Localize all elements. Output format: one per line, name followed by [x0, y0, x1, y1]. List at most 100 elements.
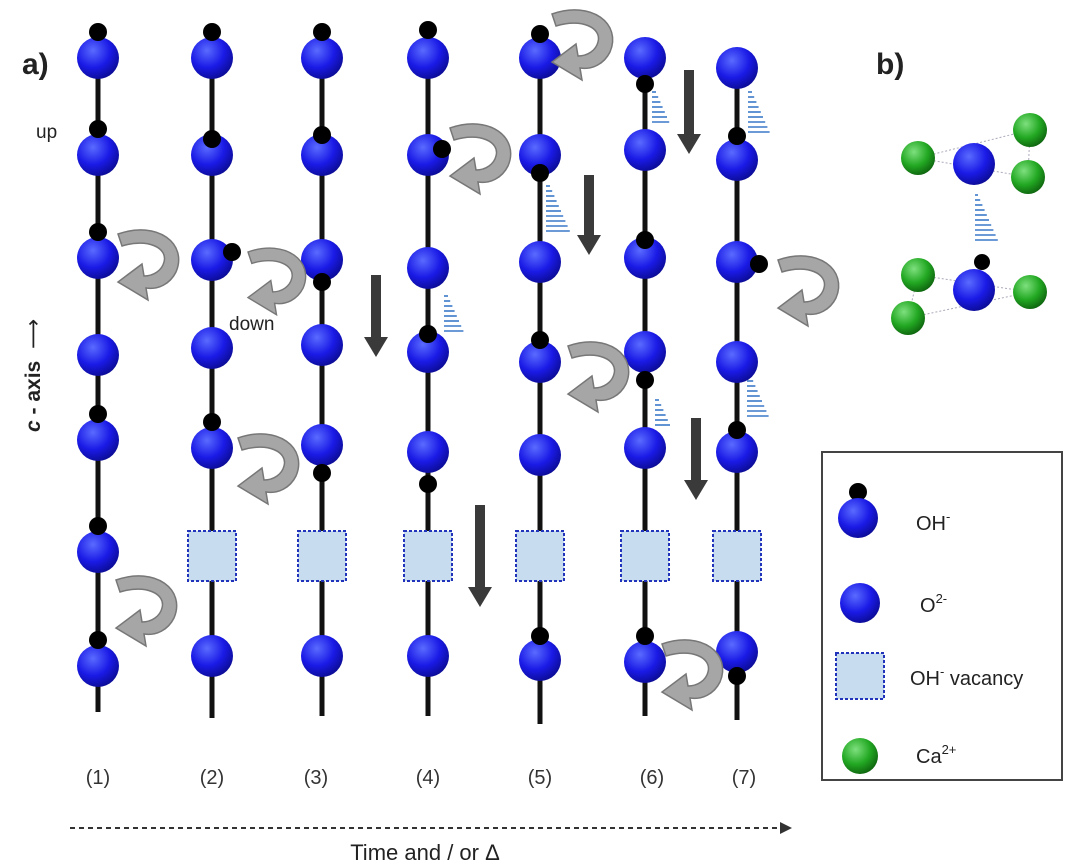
- panel-b-label: b): [876, 48, 904, 81]
- legend-vacancy-icon: [835, 652, 885, 700]
- hydrogen-atom: [974, 254, 990, 270]
- hydroxide-ion: [191, 239, 233, 281]
- oxide-ion: [624, 129, 666, 171]
- calcium-ion: [891, 301, 925, 335]
- hydroxide-ion: [716, 431, 758, 473]
- legend-oh-icon: [838, 498, 878, 538]
- calcium-ion: [901, 258, 935, 292]
- hydrogen-atom: [636, 371, 654, 389]
- hydrogen-atom: [728, 421, 746, 439]
- column-label-2: (2): [200, 767, 224, 789]
- oxide-ion: [624, 427, 666, 469]
- hydroxide-ion: [77, 419, 119, 461]
- hydroxide-ion: [407, 431, 449, 473]
- column-label-4: (4): [416, 767, 440, 789]
- hydrogen-atom: [89, 223, 107, 241]
- legend-ca-label: Ca2+: [916, 742, 956, 768]
- column-label-1: (1): [86, 767, 110, 789]
- calcium-ion: [1013, 113, 1047, 147]
- hydrogen-atom: [531, 627, 549, 645]
- hydroxide-ion: [77, 531, 119, 573]
- hydroxide-ion: [77, 37, 119, 79]
- rotation-arrow-shape: [246, 247, 307, 317]
- hydroxide-ion: [301, 37, 343, 79]
- legend-vacancy-item: OH- vacancy: [835, 652, 1023, 700]
- legend-ca-item: Ca2+: [842, 738, 956, 774]
- hydroxide-ion: [191, 134, 233, 176]
- legend-ca-icon: [842, 738, 878, 774]
- rotation-arrow-shape: [116, 229, 180, 302]
- hydrogen-atom: [728, 127, 746, 145]
- legend: OH- O2- OH- vacancy Ca2+: [821, 451, 1063, 781]
- column-label-6: (6): [640, 767, 664, 789]
- up-label: up: [36, 122, 57, 143]
- hydroxide-ion: [77, 237, 119, 279]
- rotation-arrow-shape: [566, 341, 630, 414]
- shift-arrow: [684, 418, 708, 500]
- oxide-ion: [519, 434, 561, 476]
- hydroxide-ion: [77, 134, 119, 176]
- hydrogen-atom: [531, 25, 549, 43]
- hydroxide-ion: [624, 237, 666, 279]
- hydroxide-ion: [624, 331, 666, 373]
- hydrogen-atom: [89, 120, 107, 138]
- oxide-ion: [301, 324, 343, 366]
- hydroxide-ion: [77, 645, 119, 687]
- oxide-ion: [716, 47, 758, 89]
- rotation-arrow-shape: [236, 433, 300, 506]
- oxide-ion: [407, 635, 449, 677]
- rotation-arrow-shape: [448, 123, 512, 196]
- time-axis-arrowhead: [780, 822, 792, 834]
- hydrogen-atom: [636, 75, 654, 93]
- hydrogen-atom: [313, 273, 331, 291]
- hydrogen-atom: [313, 126, 331, 144]
- oxide-ion: [716, 341, 758, 383]
- rotation-arrow: [114, 575, 178, 648]
- hydroxide-ion: [716, 241, 758, 283]
- shift-arrow: [468, 505, 492, 607]
- hydroxide-ion: [519, 341, 561, 383]
- hydrogen-atom: [89, 23, 107, 41]
- hydrogen-atom: [636, 231, 654, 249]
- shift-arrow-head: [364, 337, 388, 357]
- hydrogen-atom: [203, 130, 221, 148]
- hydrogen-atom: [636, 627, 654, 645]
- legend-o-item: O2-: [840, 583, 947, 623]
- legend-vacancy-label: OH- vacancy: [910, 664, 1023, 690]
- oxide-ion: [519, 241, 561, 283]
- oh-vacancy: [515, 530, 565, 582]
- legend-hydrogen-icon: [849, 483, 867, 501]
- time-axis-label: Time and / or Δ: [350, 840, 500, 865]
- c-axis-letter: c: [22, 420, 45, 432]
- calcium-ion: [1013, 275, 1047, 309]
- rotation-arrow: [448, 123, 512, 196]
- rotation-arrow: [236, 433, 300, 506]
- oxide-ion: [301, 635, 343, 677]
- shift-arrow-head: [677, 134, 701, 154]
- shift-arrow: [577, 175, 601, 255]
- hydroxide-ion: [716, 139, 758, 181]
- hydroxide-ion: [407, 331, 449, 373]
- oxide-ion: [191, 635, 233, 677]
- shift-arrow-shaft: [371, 275, 381, 339]
- shift-arrow-shaft: [691, 418, 701, 482]
- rotation-arrow: [550, 9, 614, 82]
- vacancies: [187, 530, 762, 582]
- hydroxide-ion: [519, 639, 561, 681]
- hydroxide-ion: [301, 424, 343, 466]
- hydroxide-ion: [953, 269, 995, 311]
- column-label-7: (7): [732, 767, 756, 789]
- hydroxide-ion: [624, 641, 666, 683]
- coordination-line: [907, 291, 1031, 319]
- oh-vacancy: [187, 530, 237, 582]
- rotation-arrow: [116, 229, 180, 302]
- column-labels: (1)(2)(3)(4)(5)(6)(7): [86, 767, 756, 789]
- hydrogen-atom: [223, 243, 241, 261]
- hydrogen-atom: [89, 405, 107, 423]
- panel-b-structure: [891, 113, 1047, 335]
- ions: [77, 21, 768, 687]
- hydroxide-ion: [519, 37, 561, 79]
- c-axis-text: - axis: [22, 361, 45, 421]
- coordination-line: [917, 157, 1029, 178]
- c-axis-arrow: ⟶: [22, 319, 45, 349]
